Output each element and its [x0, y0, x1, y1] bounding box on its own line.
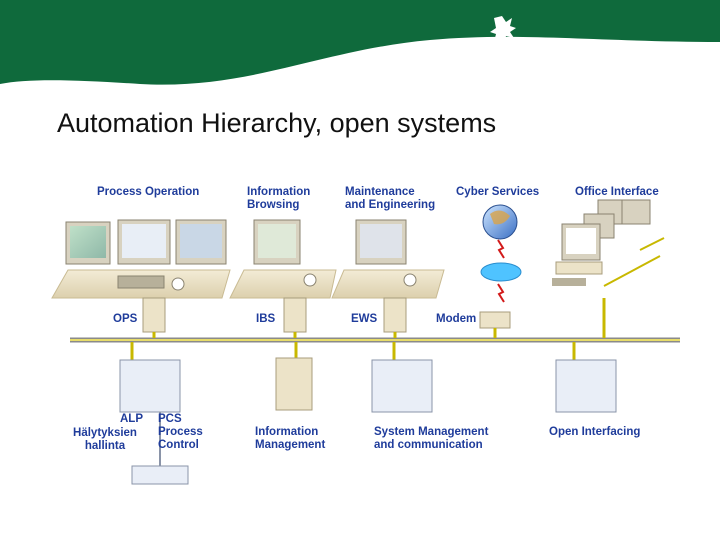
label-system-management-line-1: System Management [374, 426, 489, 438]
label-system-management: System Management and communication [374, 426, 488, 452]
slide-title: Automation Hierarchy, open systems [57, 108, 497, 138]
label-ibs: IBS [256, 313, 276, 325]
label-modem: Modem [436, 313, 477, 325]
lightning-icon [497, 239, 505, 259]
label-maintenance-engineering: Maintenance and Engineering [345, 186, 435, 212]
label-information-management-line-1: Information [255, 426, 319, 438]
cyber-services [479, 204, 522, 329]
header-band [0, 0, 720, 85]
label-pcs-process-control: PCS Process Control [158, 413, 203, 452]
automation-hierarchy-diagram [51, 199, 680, 485]
network-bus [70, 298, 680, 362]
label-system-management-line-2: and communication [374, 439, 483, 451]
modem-device [479, 311, 511, 329]
label-alp: ALP [120, 413, 143, 425]
ews-workstation [355, 219, 417, 333]
cloud-icon [480, 262, 522, 282]
office-workstations [552, 199, 665, 287]
label-maintenance-engineering-line-2: and Engineering [345, 199, 436, 211]
upm-logo-icon [490, 16, 516, 46]
logo-text: UPM [490, 47, 518, 61]
label-halytyksien-line-2: hallinta [84, 440, 126, 452]
label-office-interface: Office Interface [575, 186, 659, 198]
controller-cabinets [119, 357, 617, 485]
workstation-desks [51, 269, 445, 299]
label-ews: EWS [351, 313, 378, 325]
ops-monitors [65, 219, 227, 333]
label-information-management: Information Management [255, 426, 325, 452]
label-information-browsing-line-1: Information [247, 186, 311, 198]
label-pcs-line-2: Process [158, 426, 203, 438]
label-open-interfacing: Open Interfacing [549, 426, 641, 438]
label-information-management-line-2: Management [255, 439, 326, 451]
ibs-workstation [253, 219, 317, 333]
label-halytyksien-line-1: Hälytyksien [73, 427, 137, 439]
label-halytyksien-hallinta: Hälytyksien hallinta [66, 427, 144, 453]
label-ops: OPS [113, 313, 138, 325]
label-process-operation: Process Operation [97, 186, 200, 198]
label-cyber-services: Cyber Services [456, 186, 540, 198]
label-maintenance-engineering-line-1: Maintenance [345, 186, 415, 198]
label-information-browsing: Information Browsing [247, 186, 310, 212]
label-information-browsing-line-2: Browsing [247, 199, 300, 211]
label-pcs-line-1: PCS [158, 413, 182, 425]
label-pcs-line-3: Control [158, 439, 199, 451]
